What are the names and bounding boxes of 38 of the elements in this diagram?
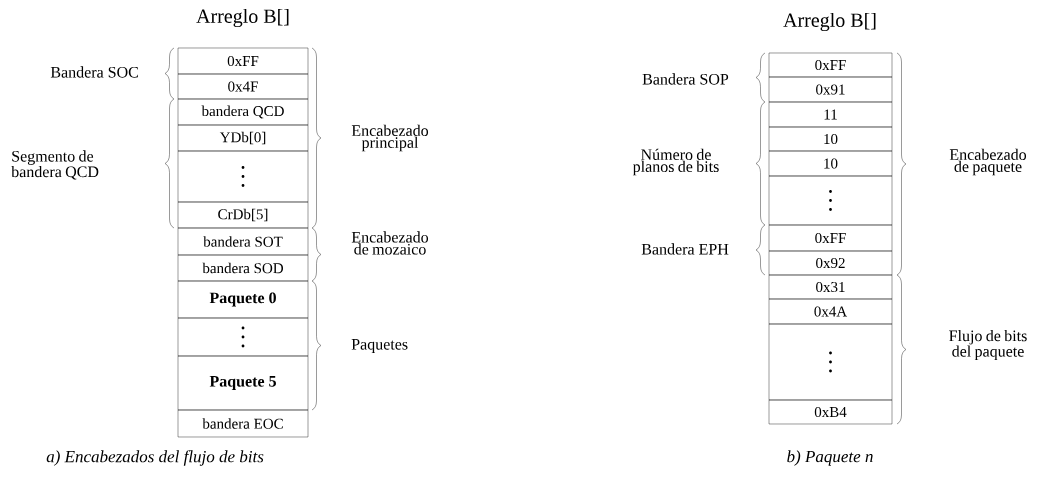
caption: a) Encabezados del flujo de bits	[46, 450, 264, 466]
bracket-label: Paquetes	[351, 339, 408, 353]
array-cell: Paquete 5	[177, 355, 309, 411]
array-cell: 0xFF	[768, 52, 893, 78]
ellipsis-cell	[177, 150, 309, 203]
bracket-label: Encabezado de paquete	[949, 148, 1027, 176]
title: Arreglo B[]	[196, 8, 289, 28]
array-cell: 0x92	[768, 250, 893, 276]
array-cell: 0x31	[768, 274, 893, 300]
array-cell: 0x4F	[177, 73, 309, 100]
array-cell: 0xFF	[768, 224, 893, 252]
ellipsis-cell	[177, 317, 309, 357]
bracket-label: Encabezado de mozaico	[351, 231, 429, 255]
array-cell: bandera EOC	[177, 409, 309, 438]
array-cell: 10	[768, 126, 893, 152]
title: Arreglo B[]	[783, 12, 876, 32]
ellipsis-cell	[768, 175, 893, 226]
array-cell: bandera SOD	[177, 254, 309, 282]
array-cell: 0x91	[768, 76, 893, 103]
bracket-label: Encabezado principal	[351, 124, 429, 152]
bracket-label: Bandera SOC	[50, 66, 138, 78]
array-cell: YDb[0]	[177, 124, 309, 152]
bracket-label: Flujo de bits del paquete	[949, 330, 1027, 360]
ellipsis-cell	[768, 323, 893, 401]
bracket-label: Número de planos de bits	[632, 148, 719, 176]
array-cell: bandera SOT	[177, 227, 309, 256]
bracket-label: Segmento de bandera QCD	[11, 150, 99, 180]
array-cell: Paquete 0	[177, 280, 309, 319]
array-cell: 0x4A	[768, 298, 893, 325]
array-cell: 10	[768, 150, 893, 177]
array-cell: CrDb[5]	[177, 201, 309, 229]
bracket-label: Bandera SOP	[642, 73, 729, 85]
bracket-label: Bandera EPH	[641, 243, 729, 255]
caption: b) Paquete n	[787, 450, 873, 466]
array-cell: bandera QCD	[177, 98, 309, 126]
array-cell: 0xB4	[768, 399, 893, 425]
array-cell: 0xFF	[177, 47, 309, 75]
array-cell: 11	[768, 101, 893, 128]
